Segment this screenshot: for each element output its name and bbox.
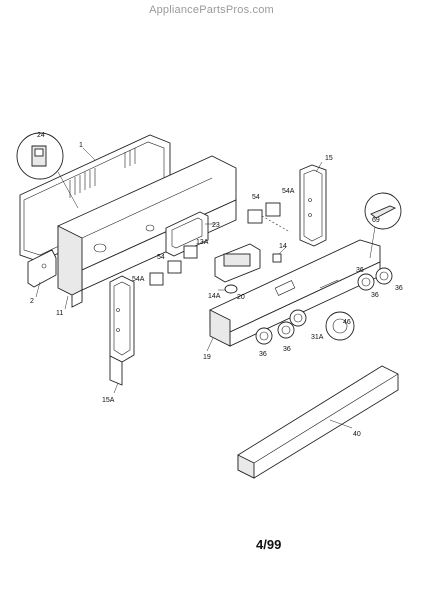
bracket-left [27,249,57,288]
label-36-d: 36 [395,285,403,292]
label-20: 20 [237,294,245,301]
leader-lines [35,147,353,429]
relay-upper [247,202,291,233]
label-15a: 15A [102,397,115,404]
revision-date: 4/99 [256,537,282,552]
watermark: AppliancePartsPros.com [149,4,274,16]
label-54a-upper: 54A [282,188,295,195]
label-24: 24 [37,132,45,139]
label-36-c: 36 [371,292,379,299]
label-36-a: 36 [259,351,267,358]
label-40: 40 [353,431,361,438]
label-54-upper: 54 [252,194,260,201]
label-31a: 31A [311,334,324,341]
label-14: 14 [279,243,287,250]
label-23: 23 [212,222,220,229]
side-bracket-left [109,275,135,386]
label-46: 46 [343,319,351,326]
label-15: 15 [325,155,333,162]
label-14a: 14A [208,293,221,300]
bracket-23 [165,211,209,257]
label-54a-lower: 54A [132,276,145,283]
label-36-b: 36 [283,346,291,353]
knob-insert-callout [325,311,355,341]
label-54-lower: 54 [157,254,165,261]
side-bracket-right [299,164,327,247]
label-36-e: 36 [356,267,364,274]
label-1: 1 [79,142,83,149]
label-19: 19 [203,354,211,361]
label-11: 11 [56,310,63,317]
clock-timer [214,243,261,283]
small-parts [224,253,282,294]
knob-set [255,267,393,345]
relay-lower [149,245,198,286]
front-trim [237,365,399,479]
screw-callout [364,192,402,259]
switch-callout [16,132,79,209]
label-13a: 13A [196,239,209,246]
label-69: 69 [372,217,380,224]
label-2: 2 [30,298,34,305]
